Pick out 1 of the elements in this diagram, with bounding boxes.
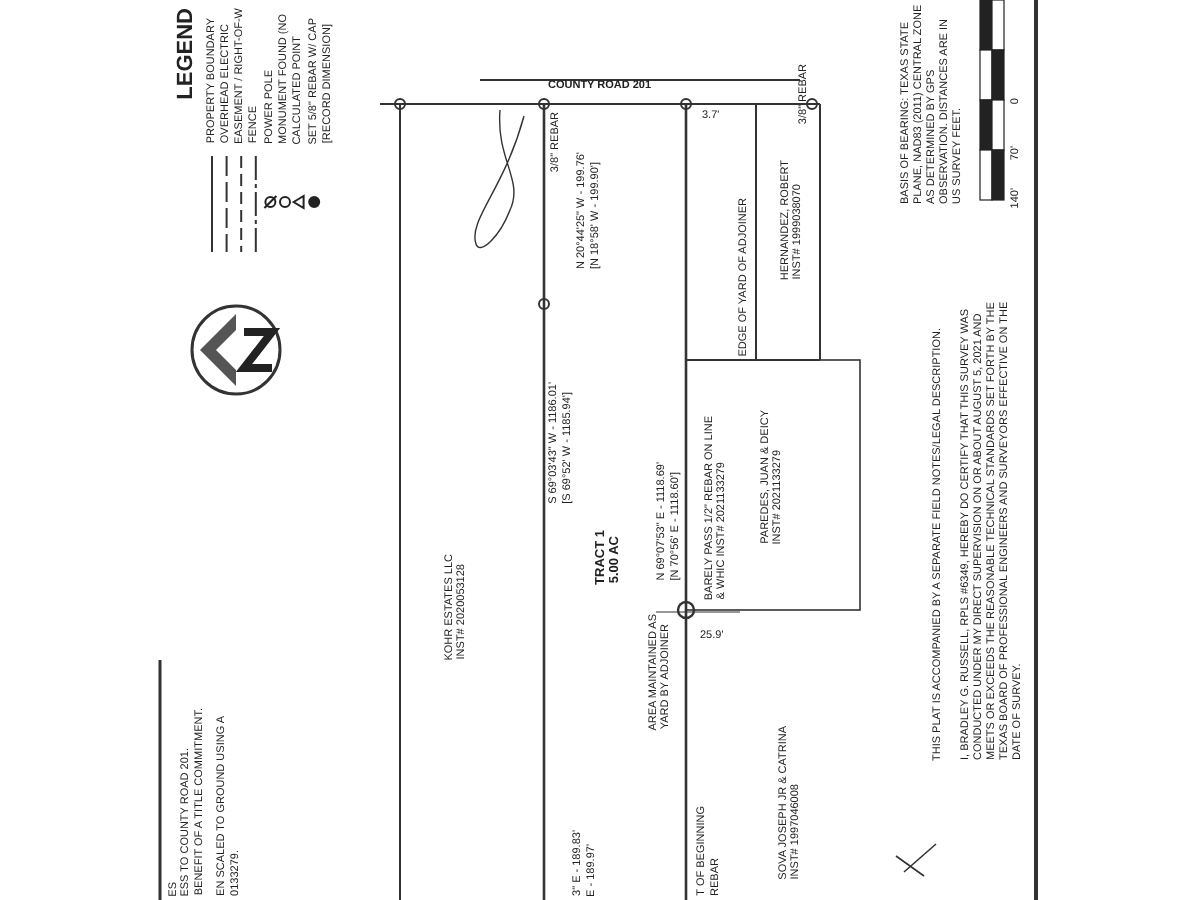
legend-title: LEGEND xyxy=(174,8,198,100)
